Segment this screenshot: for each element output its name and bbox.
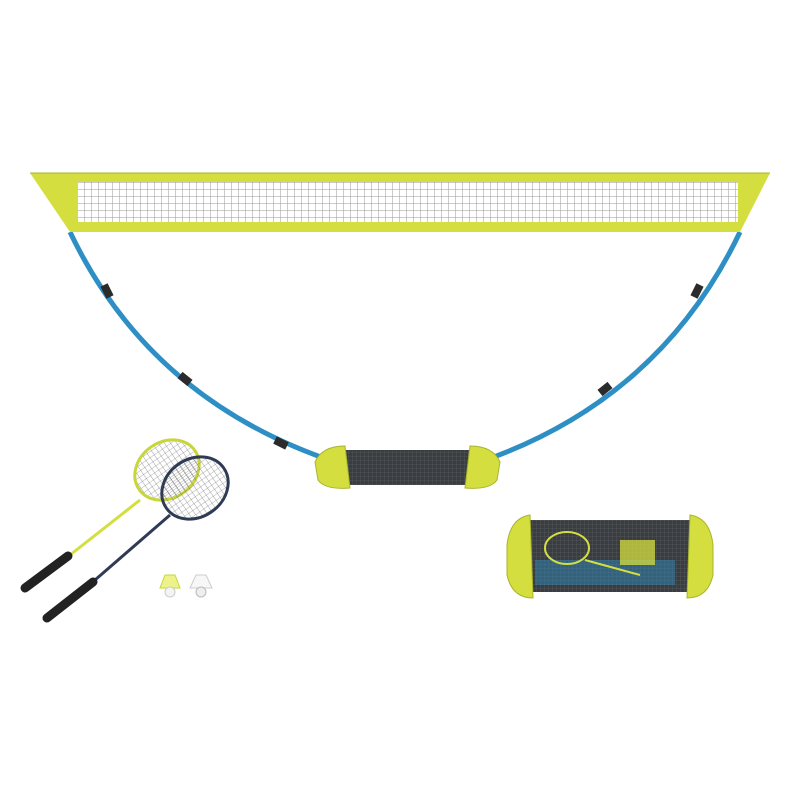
shuttlecock-white bbox=[189, 574, 213, 598]
storage-case bbox=[506, 514, 714, 599]
shuttlecock-yellow bbox=[159, 574, 181, 598]
left-pole bbox=[67, 230, 336, 465]
net-base bbox=[314, 445, 501, 489]
right-pole bbox=[479, 230, 743, 465]
net bbox=[30, 172, 770, 232]
racket-navy bbox=[42, 455, 230, 623]
